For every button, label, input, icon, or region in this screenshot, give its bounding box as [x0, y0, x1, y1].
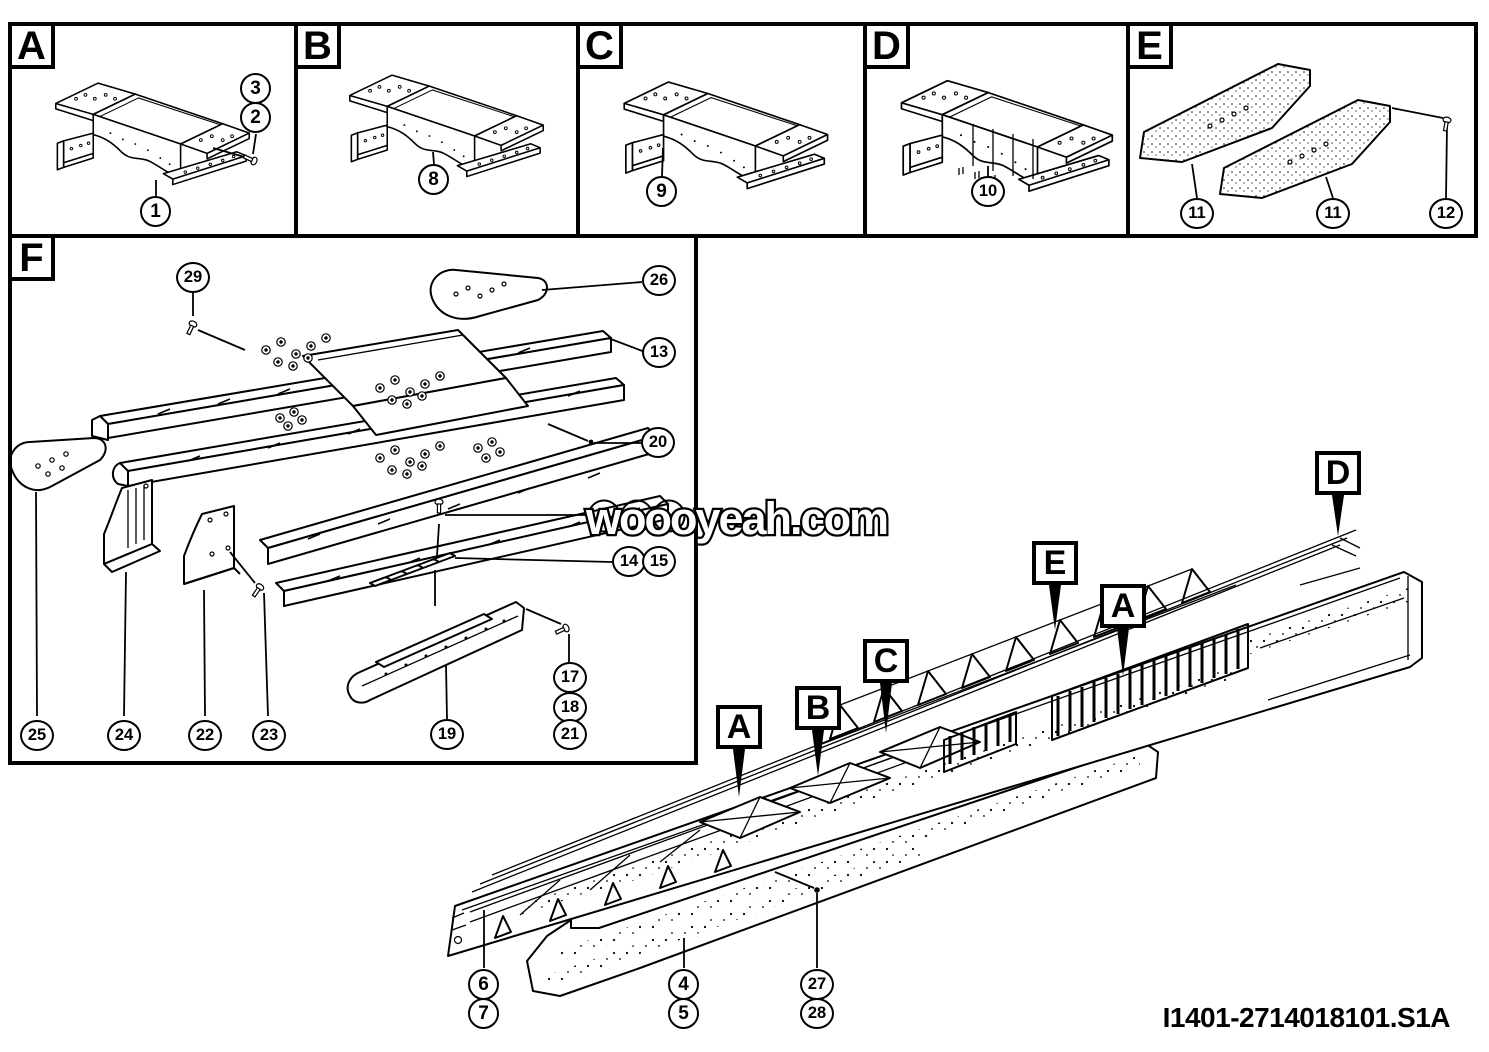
panel-e: E: [1126, 22, 1478, 238]
callout-27: 27: [800, 969, 834, 1000]
panel-d-art: [900, 79, 1114, 193]
callout-9: 9: [646, 176, 677, 207]
callout-11a: 11: [1180, 198, 1214, 229]
callout-19: 19: [430, 719, 464, 750]
panel-e-art: [1139, 63, 1453, 199]
panel-b-art: [349, 74, 545, 178]
section-flag-e: E: [1032, 541, 1078, 585]
panel-f-label: F: [8, 234, 55, 281]
callout-18: 18: [553, 692, 587, 723]
section-flag-b: B: [795, 686, 841, 730]
panel-c-art: [623, 81, 829, 190]
callout-12: 12: [1429, 198, 1463, 229]
section-flag-d: D: [1315, 451, 1361, 495]
callout-obscured-3: [652, 499, 686, 533]
callout-5: 5: [668, 998, 699, 1029]
drawing-number: I1401-2714018101.S1A: [1162, 1002, 1451, 1033]
panel-f: F: [8, 234, 698, 765]
panel-d-label: D: [863, 22, 910, 69]
callout-11b: 11: [1316, 198, 1350, 229]
callout-23: 23: [252, 720, 286, 751]
callout-4: 4: [668, 969, 699, 1000]
panel-e-label: E: [1126, 22, 1173, 69]
panel-a-art: [55, 82, 259, 196]
callout-14: 14: [612, 546, 646, 577]
callout-obscured-1: [587, 499, 621, 533]
section-flag-a-front: A: [716, 705, 762, 749]
callout-3: 3: [240, 73, 271, 104]
panel-a-label: A: [8, 22, 55, 69]
callout-29: 29: [176, 262, 210, 293]
callout-28: 28: [800, 998, 834, 1029]
panel-b-label: B: [294, 22, 341, 69]
callout-21: 21: [553, 719, 587, 750]
callout-15: 15: [642, 546, 676, 577]
callout-8: 8: [418, 164, 449, 195]
callout-24: 24: [107, 720, 141, 751]
callout-2: 2: [240, 102, 271, 133]
section-flag-c: C: [863, 639, 909, 683]
callout-1: 1: [140, 196, 171, 227]
callout-10: 10: [971, 176, 1005, 207]
callout-13: 13: [642, 337, 676, 368]
callout-6: 6: [468, 969, 499, 1000]
callout-26: 26: [642, 265, 676, 296]
callout-7: 7: [468, 998, 499, 1029]
callout-22: 22: [188, 720, 222, 751]
callout-20: 20: [641, 427, 675, 458]
panel-c: C: [576, 22, 867, 238]
panel-c-label: C: [576, 22, 623, 69]
panel-f-art: [9, 268, 686, 720]
panel-d: D: [863, 22, 1130, 238]
frame-assembly-art: [447, 495, 1423, 997]
section-flag-a-mid: A: [1100, 584, 1146, 628]
callout-17: 17: [553, 662, 587, 693]
callout-25: 25: [20, 720, 54, 751]
panel-b: B: [294, 22, 580, 238]
